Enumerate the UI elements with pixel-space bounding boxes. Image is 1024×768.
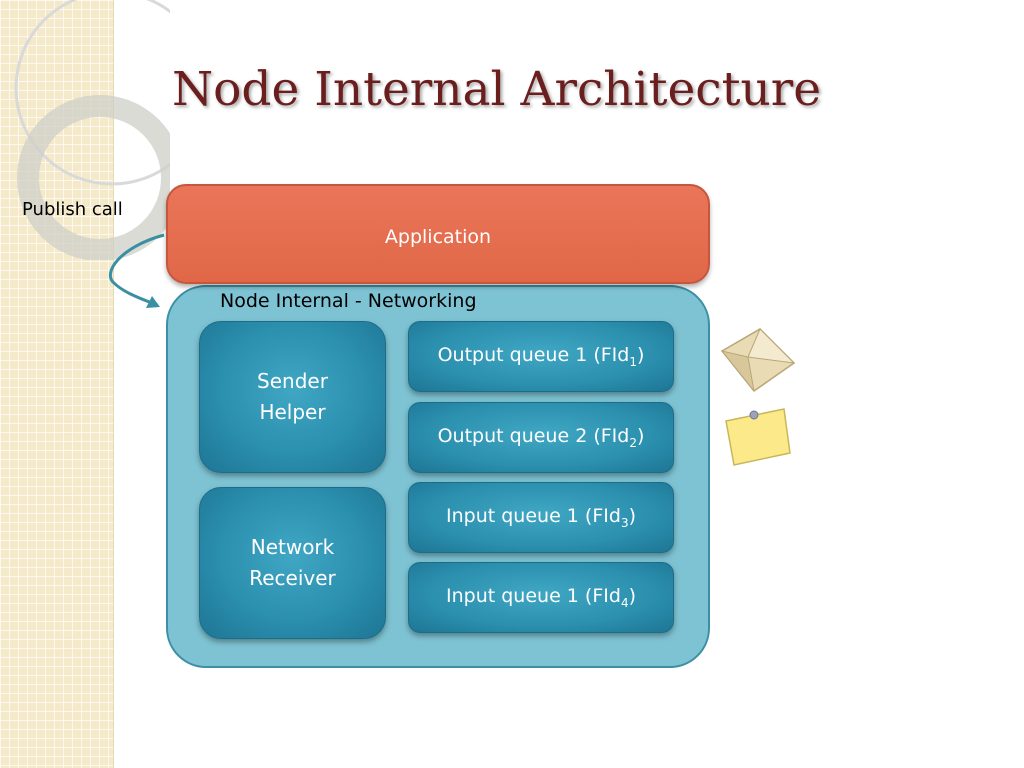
application-label: Application [384,226,492,248]
queue-suffix: ) [628,505,636,527]
queue-subscript: 3 [620,516,629,530]
decorative-circles [14,0,170,260]
queue-subscript: 1 [629,355,637,369]
queue-prefix: Input queue 1 (FId [446,505,621,527]
publish-call-label: Publish call [22,199,123,220]
queue-suffix: ) [636,425,645,447]
queue-prefix: Input queue 1 (FId [446,585,621,607]
network-receiver-box: Network Receiver [199,487,386,639]
sticky-note-icon [725,408,791,466]
slide-title: Node Internal Architecture [172,62,822,117]
sender-helper-line2: Helper [259,400,326,424]
queue-prefix: Output queue 2 (FId [437,425,630,447]
queue-label: Input queue 1 (FId3) [446,505,636,530]
networking-label: Node Internal - Networking [220,290,477,312]
queue-suffix: ) [628,585,636,607]
queue-label: Output queue 1 (FId1) [438,344,645,369]
envelope-icon [720,328,796,393]
queue-subscript: 2 [629,436,637,450]
output-queue-2-box: Output queue 2 (FId2) [408,402,674,473]
queue-prefix: Output queue 1 (FId [437,344,630,366]
input-queue-1b-box: Input queue 1 (FId4) [408,562,674,633]
sender-helper-box: Sender Helper [199,321,386,473]
queue-suffix: ) [636,344,645,366]
queue-label: Input queue 1 (FId4) [446,585,636,610]
queue-subscript: 4 [620,596,629,610]
network-receiver-line2: Receiver [249,566,336,590]
sender-helper-line1: Sender [257,369,328,393]
queue-label: Output queue 2 (FId2) [438,425,645,450]
publish-arrow [108,233,165,308]
application-box: Application [166,184,710,284]
output-queue-1-box: Output queue 1 (FId1) [408,321,674,392]
input-queue-1-box: Input queue 1 (FId3) [408,482,674,553]
network-receiver-line1: Network [250,535,335,559]
